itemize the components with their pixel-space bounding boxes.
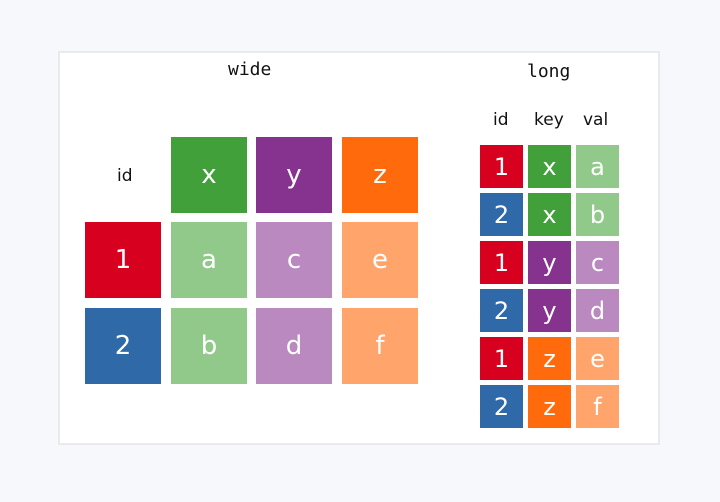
- long-title: long: [527, 61, 571, 82]
- wide-column-header: z: [342, 137, 418, 213]
- long-val-cell: e: [576, 337, 619, 380]
- long-id-cell: 1: [480, 337, 523, 380]
- long-val-cell: c: [576, 241, 619, 284]
- long-key-cell: z: [528, 385, 571, 428]
- long-id-cell: 1: [480, 145, 523, 188]
- wide-cell: f: [342, 308, 418, 384]
- long-val-cell: d: [576, 289, 619, 332]
- long-key-cell: x: [528, 193, 571, 236]
- wide-column-header: y: [256, 137, 332, 213]
- long-header-id: id: [493, 110, 509, 130]
- long-header-val: val: [583, 110, 609, 130]
- wide-cell: a: [171, 222, 247, 298]
- long-key-cell: y: [528, 241, 571, 284]
- wide-id-header: id: [117, 166, 133, 186]
- wide-title: wide: [228, 59, 272, 80]
- wide-cell: d: [256, 308, 332, 384]
- long-key-cell: y: [528, 289, 571, 332]
- long-id-cell: 2: [480, 193, 523, 236]
- long-id-cell: 1: [480, 241, 523, 284]
- wide-column-header: x: [171, 137, 247, 213]
- long-id-cell: 2: [480, 385, 523, 428]
- long-key-cell: z: [528, 337, 571, 380]
- wide-cell: e: [342, 222, 418, 298]
- long-id-cell: 2: [480, 289, 523, 332]
- wide-row-id: 1: [85, 222, 161, 298]
- long-val-cell: f: [576, 385, 619, 428]
- long-val-cell: b: [576, 193, 619, 236]
- wide-cell: c: [256, 222, 332, 298]
- wide-cell: b: [171, 308, 247, 384]
- long-val-cell: a: [576, 145, 619, 188]
- long-key-cell: x: [528, 145, 571, 188]
- diagram-card: wide long id x y z 1 a c e 2 b d f id ke…: [58, 51, 660, 445]
- wide-row-id: 2: [85, 308, 161, 384]
- long-header-key: key: [534, 110, 564, 130]
